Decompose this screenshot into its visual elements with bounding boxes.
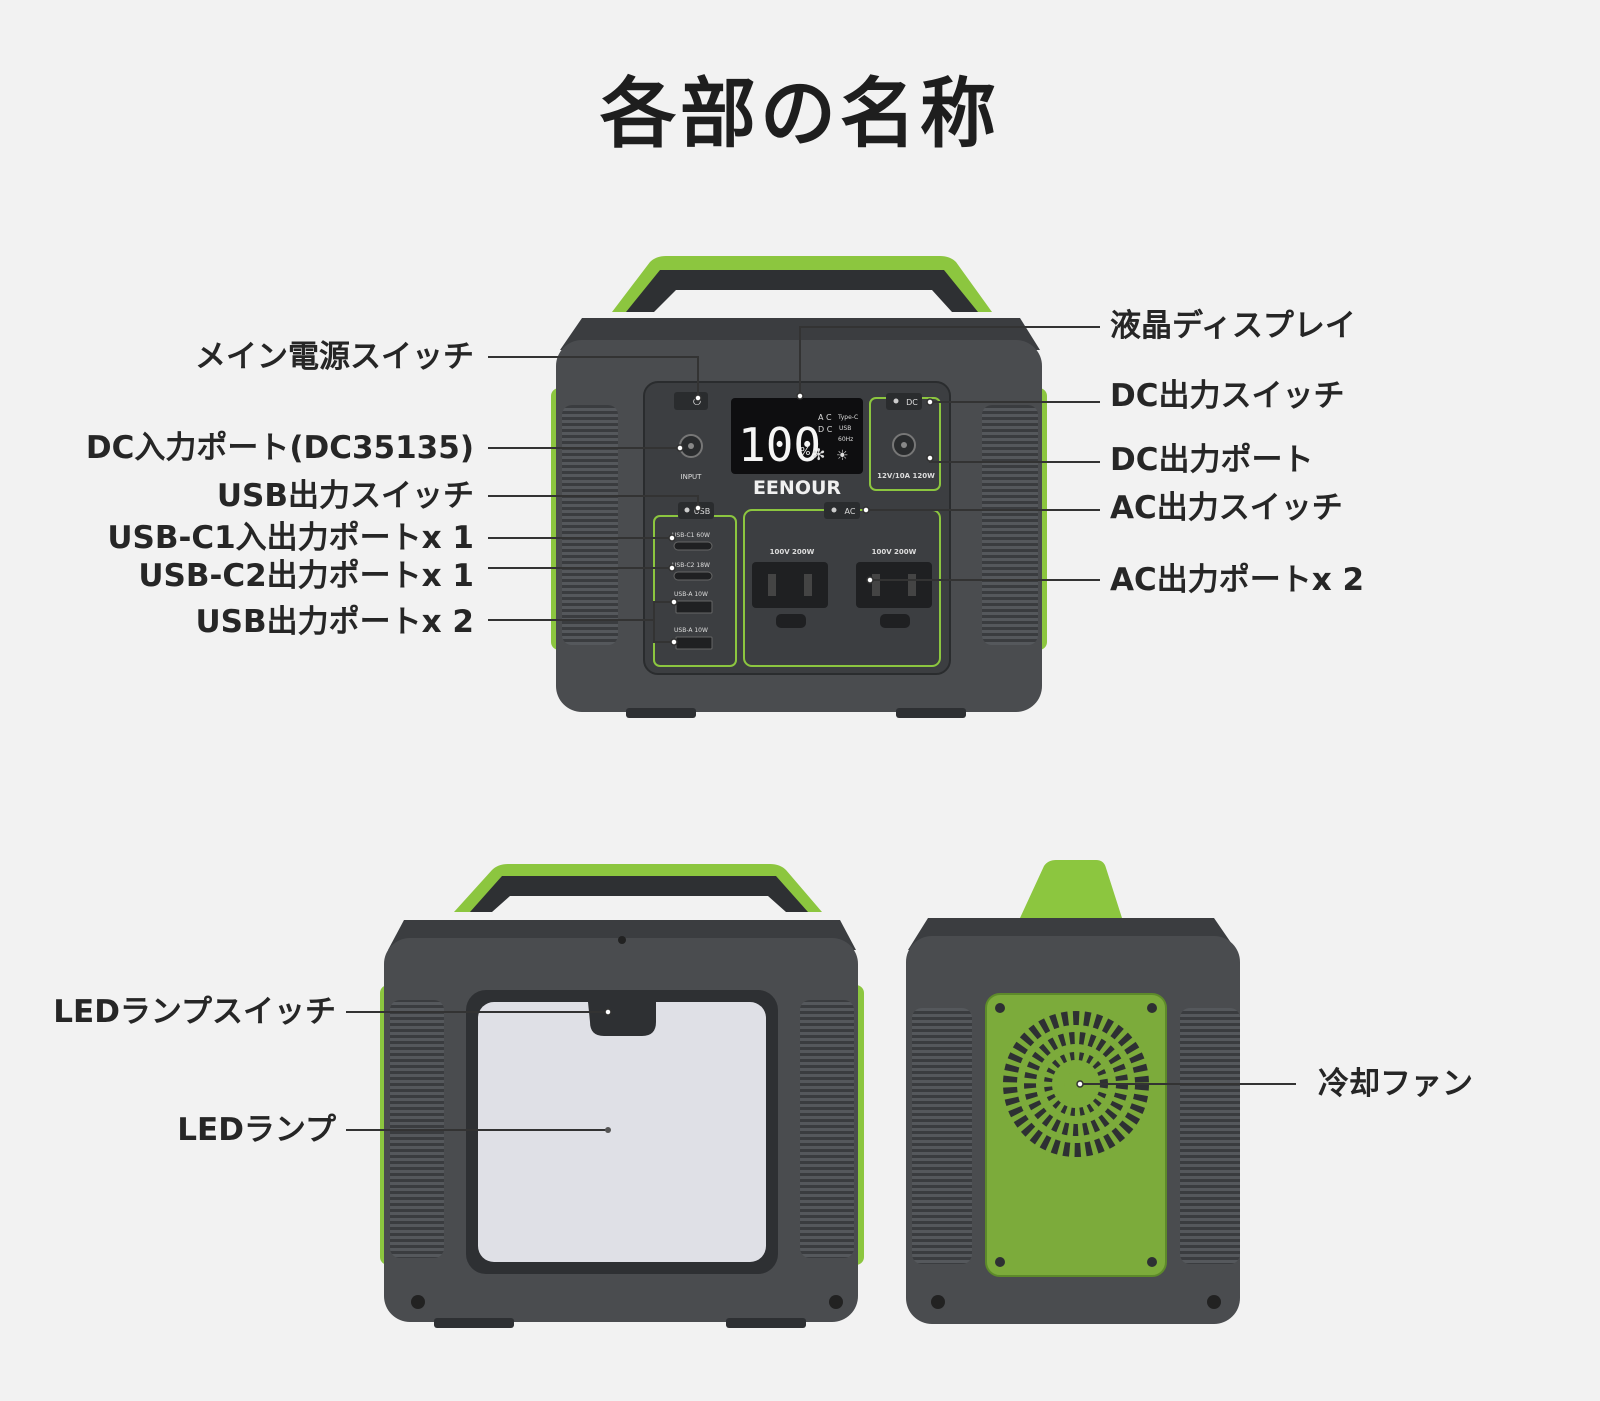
input-label: INPUT	[681, 473, 703, 481]
led-switch[interactable]	[588, 1002, 656, 1036]
lcd-percent: 100	[738, 418, 821, 472]
label-dc-input-port: DC入力ポート(DC35135)	[85, 430, 474, 466]
led-lamp-panel	[478, 1002, 766, 1262]
label-dc-output-port: DC出力ポート	[1110, 442, 1314, 478]
label-usb-output-port: USB出力ポートx 2	[195, 604, 475, 640]
dc-output-button[interactable]	[886, 393, 922, 410]
label-ac-output-switch: AC出力スイッチ	[1110, 490, 1343, 526]
usbc2-label: USB-C2 18W	[672, 562, 710, 569]
lcd-unit: %	[800, 445, 810, 458]
usbc2-port[interactable]	[673, 571, 713, 581]
grip-right	[982, 405, 1038, 645]
usbc1-label: USB-C1 60W	[672, 532, 710, 539]
lcd-typec: Type-C	[837, 414, 858, 421]
lcd-ac: A C	[818, 413, 832, 422]
dc-button-label: DC	[906, 398, 918, 407]
ac-button-label: AC	[845, 507, 856, 516]
ac2-label: 100V 200W	[872, 548, 917, 556]
lcd-hz: 60Hz	[838, 436, 853, 443]
usbc1-port[interactable]	[673, 541, 713, 551]
usb-button-label: USB	[694, 507, 710, 516]
label-led-lamp: LEDランプ	[177, 1112, 336, 1148]
usba1-port[interactable]	[675, 600, 713, 614]
label-usbc1-port: USB-C1入出力ポートx 1	[107, 520, 474, 556]
ac-outlet-1[interactable]	[752, 562, 828, 628]
label-ac-output-port: AC出力ポートx 2	[1110, 562, 1365, 598]
lcd-display	[731, 398, 863, 474]
label-usbc2-port: USB-C2出力ポートx 1	[138, 558, 474, 594]
leader-lines-front	[488, 326, 1100, 643]
dc-rating-label: 12V/10A 120W	[877, 472, 935, 480]
brand-logo: EENOUR	[753, 477, 841, 499]
label-main-power-switch: メイン電源スイッチ	[195, 339, 474, 375]
ac1-label: 100V 200W	[770, 548, 815, 556]
power-icon: ⏻	[693, 397, 701, 408]
page-title: 各部の名称	[600, 69, 1000, 158]
label-lcd-display: 液晶ディスプレイ	[1110, 308, 1356, 344]
label-usb-output-switch: USB出力スイッチ	[216, 478, 474, 514]
main-power-button[interactable]	[674, 392, 708, 410]
label-dc-output-switch: DC出力スイッチ	[1110, 378, 1345, 414]
lcd-dc: D C	[818, 425, 833, 434]
label-cooling-fan: 冷却ファン	[1318, 1066, 1473, 1102]
lcd-usb: USB	[839, 425, 851, 432]
usba2-port[interactable]	[675, 636, 713, 650]
fan-view	[906, 860, 1296, 1324]
handle-fan-view	[1020, 860, 1122, 918]
light-indicator-icon: ☀	[836, 448, 849, 464]
ac-outlet-2[interactable]	[856, 562, 932, 628]
grip-left	[562, 405, 618, 645]
usba1-label: USB-A 10W	[674, 591, 708, 598]
led-view	[346, 864, 864, 1328]
ac-output-button[interactable]	[824, 502, 860, 519]
front-view: ⏻ 100 % A C D C Type-C USB 60Hz ✻ ☀ EENO…	[488, 256, 1100, 718]
usba2-label: USB-A 10W	[674, 627, 708, 634]
label-led-switch: LEDランプスイッチ	[53, 994, 336, 1030]
fan-indicator-icon: ✻	[812, 445, 825, 464]
